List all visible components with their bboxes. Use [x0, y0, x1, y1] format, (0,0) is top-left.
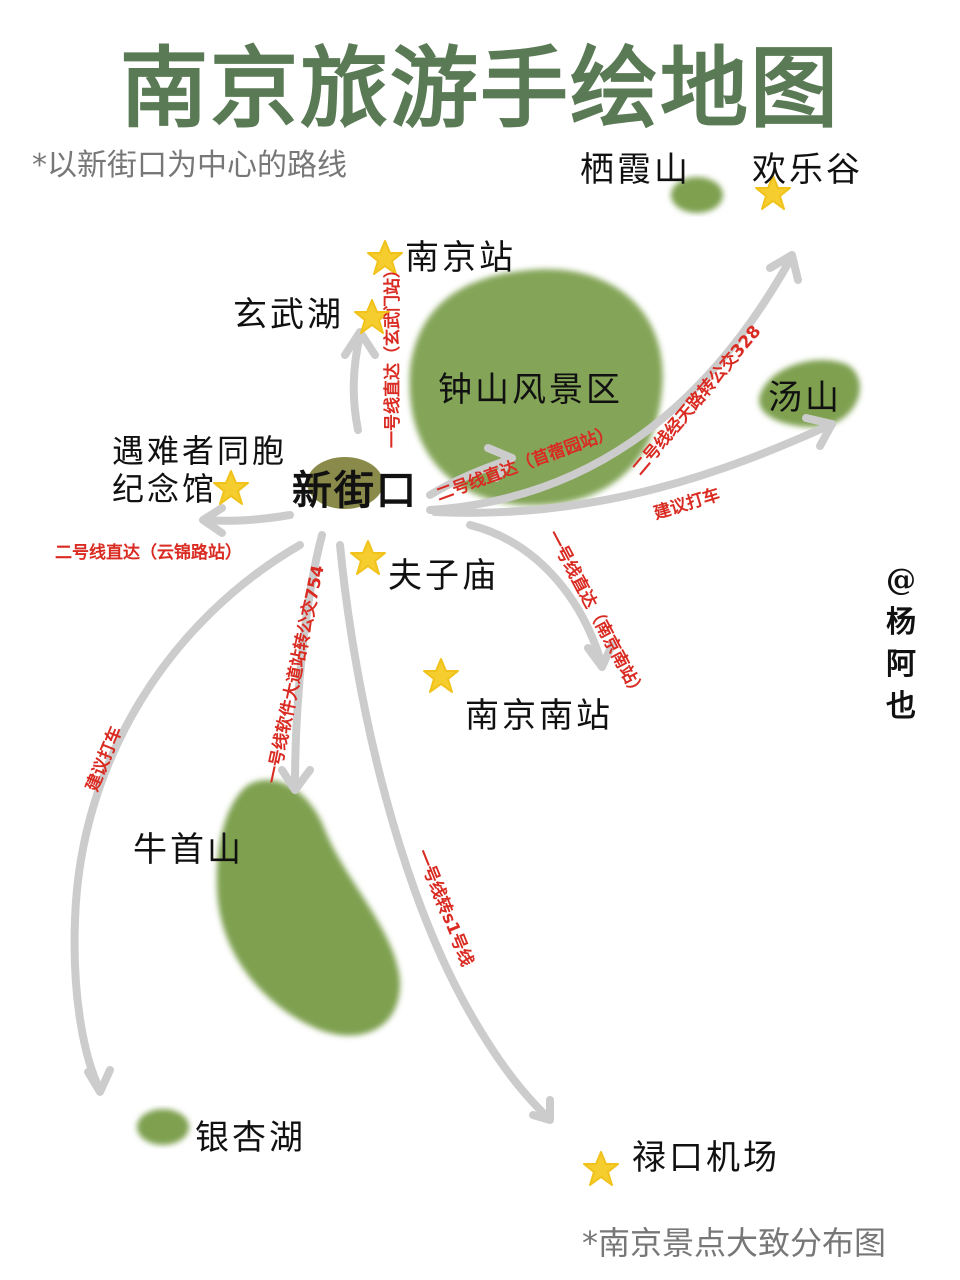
park-niushoushan — [216, 780, 401, 1036]
star-icon — [423, 658, 459, 693]
route-arrows — [70, 251, 836, 1124]
arrow-to-yinxing — [70, 541, 304, 1094]
route-label-memorial: 二号线直达（云锦路站） — [55, 543, 242, 563]
park-qixiashan — [671, 177, 723, 213]
place-niushoushan: 牛首山 — [133, 830, 244, 870]
place-zhongshan: 钟山风景区 — [438, 370, 623, 410]
hub-xinjiekou: 新街口 — [292, 468, 418, 514]
place-nanjing-station: 南京站 — [405, 238, 516, 278]
star-icon — [350, 540, 386, 575]
place-yinxing-lake: 银杏湖 — [195, 1118, 306, 1158]
arrow-to-zhongshan — [426, 456, 512, 499]
signature-char: 也 — [886, 689, 916, 724]
signature: @ 杨 阿 也 — [876, 560, 926, 728]
place-tangshan: 汤山 — [768, 378, 842, 418]
arrow-to-xuanwu — [349, 331, 364, 434]
park-zhongshan — [409, 269, 663, 506]
place-nanjing-south: 南京南站 — [465, 696, 613, 736]
star-icon — [213, 470, 249, 505]
park-tangshan — [759, 359, 860, 427]
place-xuanwu-lake: 玄武湖 — [233, 295, 344, 335]
arrow-to-huanlegu — [426, 256, 794, 514]
park-yinxing-lake — [137, 1109, 189, 1145]
place-qixiashan: 栖霞山 — [580, 150, 691, 190]
place-memorial-line1: 遇难者同胞 — [112, 432, 288, 470]
star-icon — [583, 1151, 619, 1186]
page-title: 南京旅游手绘地图 — [119, 37, 840, 140]
arrow-to-niushoushan — [291, 531, 326, 789]
signature-at: @ — [886, 563, 916, 598]
place-memorial-line2: 纪念馆 — [112, 470, 218, 508]
hub-xinjiekou-blob — [307, 457, 383, 509]
signature-char: 杨 — [886, 605, 916, 640]
subtitle-bottom: *南京景点大致分布图 — [582, 1224, 887, 1262]
route-label-xuanwu: 一号线直达（玄武门站） — [383, 261, 403, 448]
place-huanlegu: 欢乐谷 — [752, 150, 863, 190]
signature-char: 阿 — [886, 647, 916, 682]
arrow-to-tangshan — [431, 421, 834, 517]
arrow-to-airport — [336, 541, 552, 1122]
subtitle-top: *以新街口为中心的路线 — [32, 148, 347, 183]
arrow-to-nanjing-south — [466, 521, 606, 669]
arrow-to-memorial — [201, 511, 294, 525]
place-lukou-airport: 禄口机场 — [632, 1138, 780, 1178]
place-fuzimiao: 夫子庙 — [388, 556, 499, 596]
